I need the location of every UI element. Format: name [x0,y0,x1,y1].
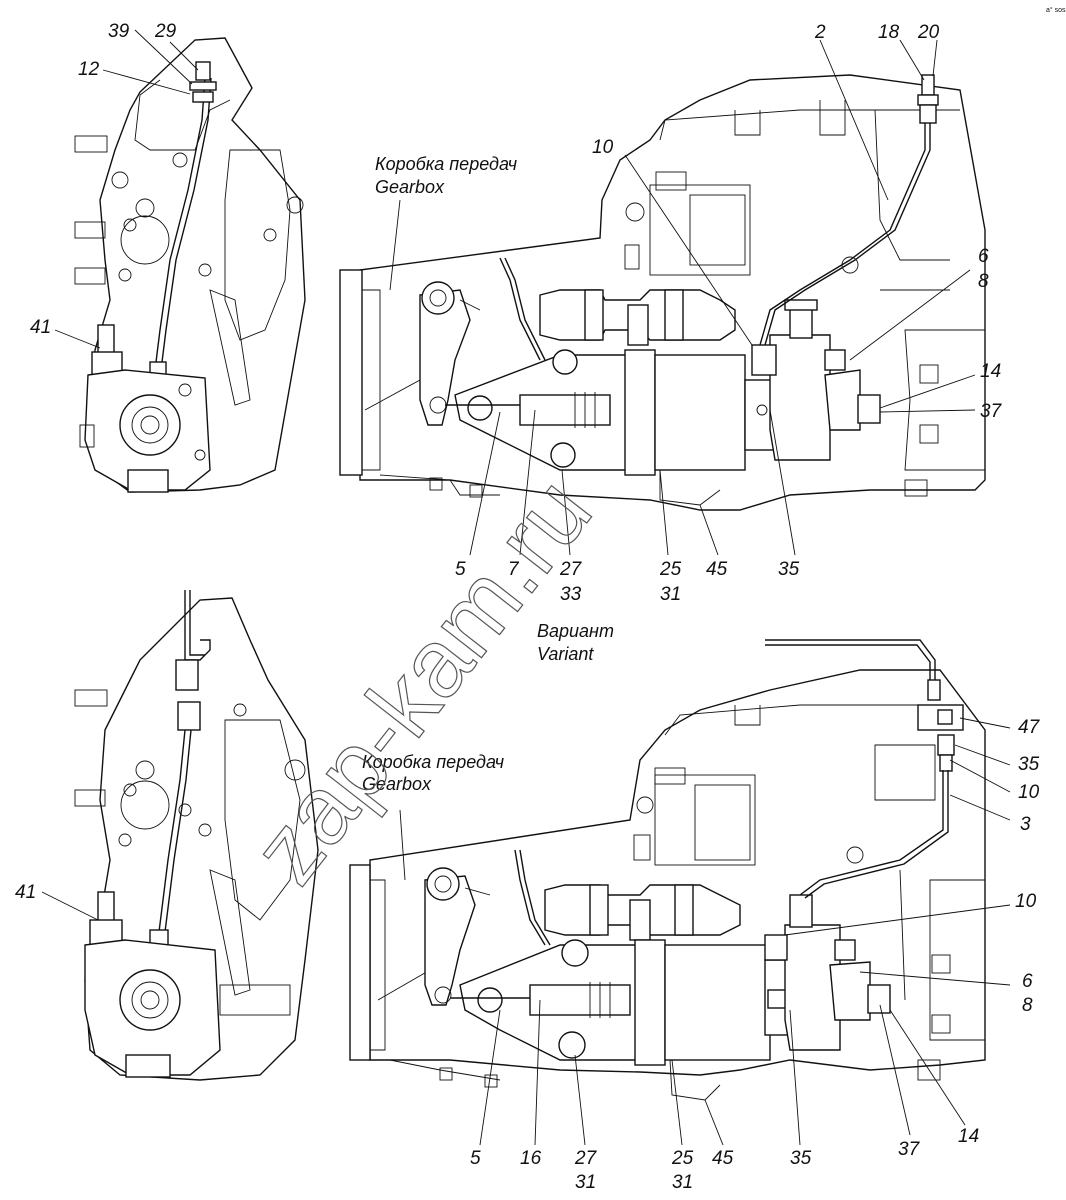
callout-3: 3 [1020,814,1031,835]
callout-8-bottom: 8 [1022,995,1033,1016]
top-main-view-labels: Коробка передач Gearbox 2 18 20 10 6 8 1… [375,22,1003,605]
callout-45-bottom: 45 [712,1148,734,1169]
callout-18: 18 [878,22,900,43]
callout-41b: 41 [15,882,36,903]
callout-39: 39 [108,21,130,42]
variant-label-en: Variant [537,644,594,664]
gearbox-label-ru-bottom: Коробка передач [362,752,504,772]
watermark: zap-kam.ru [232,459,612,903]
callout-25: 25 [659,559,682,580]
callout-6: 6 [978,246,989,267]
gearbox-label-en-bottom: Gearbox [362,774,432,794]
callout-8: 8 [978,271,989,292]
callout-10-mid: 10 [1015,891,1037,912]
corner-mark: a° sos [1046,6,1066,14]
callout-41: 41 [30,317,51,338]
callout-6-bottom: 6 [1022,971,1033,992]
callout-16: 16 [520,1148,542,1169]
bottom-side-view-callouts: 41 [15,882,36,903]
callout-35-bottom: 35 [790,1148,812,1169]
callout-10-right: 10 [1018,782,1040,803]
callout-45: 45 [706,559,728,580]
gearbox-label-en: Gearbox [375,177,445,197]
callout-5-bottom: 5 [470,1148,481,1169]
bottom-main-view [349,639,1011,1146]
callout-31-bottom-b: 31 [672,1172,693,1193]
callout-14: 14 [980,361,1001,382]
bottom-main-view-labels: Коробка передач Gearbox 47 35 10 3 10 6 … [362,717,1041,1193]
callout-35: 35 [778,559,800,580]
callout-35-right: 35 [1018,754,1040,775]
top-side-view-callouts: 39 29 12 41 [30,21,177,338]
callout-27-bottom: 27 [574,1148,598,1169]
callout-33: 33 [560,584,582,605]
callout-31: 31 [660,584,681,605]
callout-7: 7 [508,559,520,580]
callout-25-bottom: 25 [671,1148,694,1169]
callout-5: 5 [455,559,466,580]
callout-20: 20 [917,22,940,43]
top-side-view [54,29,306,493]
callout-47: 47 [1018,717,1041,738]
callout-37: 37 [980,401,1003,422]
top-main-view [339,39,986,556]
variant-label-ru: Вариант [537,621,614,641]
callout-2: 2 [814,22,826,43]
gearbox-label-ru: Коробка передач [375,154,517,174]
variant-caption: Вариант Variant [537,621,614,664]
callout-10: 10 [592,137,614,158]
callout-37-bottom: 37 [898,1139,921,1160]
callout-14-bottom: 14 [958,1126,979,1147]
callout-29: 29 [154,21,177,42]
bottom-side-view [41,590,319,1081]
callout-27: 27 [559,559,583,580]
callout-12: 12 [78,59,100,80]
callout-31-bottom-a: 31 [575,1172,596,1193]
